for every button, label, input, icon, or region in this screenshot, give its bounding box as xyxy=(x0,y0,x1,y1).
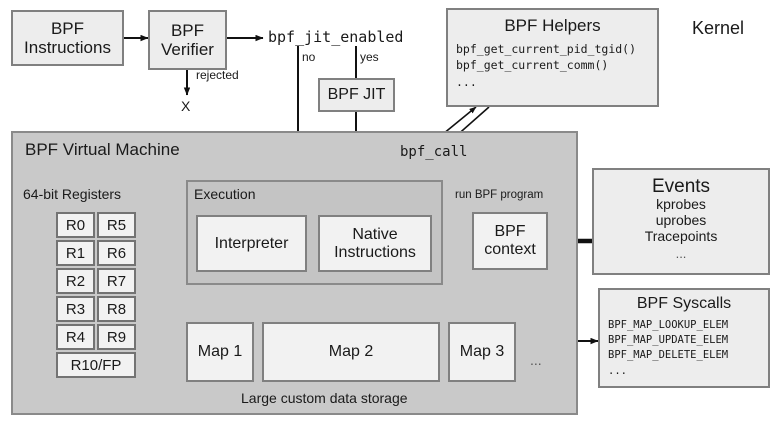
bpf-jit-box[interactable]: BPF JIT xyxy=(318,78,395,112)
bpf-jit-enabled-label: bpf_jit_enabled xyxy=(268,28,404,46)
bpf-verifier-line2: Verifier xyxy=(161,40,214,59)
vm-title: BPF Virtual Machine xyxy=(25,140,180,159)
bpf-instructions-line2: Instructions xyxy=(24,38,111,57)
run-bpf-program-label: run BPF program xyxy=(455,189,544,201)
native-instructions-box[interactable]: Native Instructions xyxy=(318,215,432,272)
maps-ellipsis: ... xyxy=(530,352,542,368)
register-r4[interactable]: R4 xyxy=(56,324,95,350)
bpf-helpers-list: bpf_get_current_pid_tgid() bpf_get_curre… xyxy=(448,41,657,90)
kernel-label: Kernel xyxy=(692,18,745,38)
map-2-label: Map 2 xyxy=(328,343,374,361)
execution-title: Execution xyxy=(194,186,256,202)
bpf-syscalls-box[interactable]: BPF Syscalls BPF_MAP_LOOKUP_ELEM BPF_MAP… xyxy=(598,288,770,388)
events-item: Tracepoints xyxy=(644,227,718,244)
bpf-helpers-box[interactable]: BPF Helpers bpf_get_current_pid_tgid() b… xyxy=(446,8,659,107)
bpf-context-box[interactable]: BPF context xyxy=(472,212,548,270)
syscall-item: BPF_MAP_DELETE_ELEM xyxy=(608,349,729,362)
bpf-instructions-line1: BPF xyxy=(50,18,85,38)
rejected-label: rejected xyxy=(196,68,239,82)
bpf-verifier-box[interactable]: BPF Verifier xyxy=(148,10,227,70)
events-item: uprobes xyxy=(655,211,707,228)
bpf-verifier-line1: BPF xyxy=(170,20,205,40)
helper-item: bpf_get_current_comm() xyxy=(456,58,609,73)
bpf-jit-label: BPF JIT xyxy=(327,86,386,104)
native-instructions-line1: Native xyxy=(352,225,398,243)
register-r10-fp[interactable]: R10/FP xyxy=(56,352,136,378)
register-r8[interactable]: R8 xyxy=(97,296,136,322)
bpf-instructions-box[interactable]: BPF Instructions xyxy=(11,10,124,66)
helper-item: ... xyxy=(456,74,477,89)
storage-label: Large custom data storage xyxy=(241,390,408,406)
map-3-label: Map 3 xyxy=(459,343,505,361)
map-1-label: Map 1 xyxy=(197,343,243,361)
events-title: Events xyxy=(651,176,711,197)
bpf-call-label: bpf_call xyxy=(400,144,468,160)
events-item: kprobes xyxy=(656,196,706,213)
register-r9[interactable]: R9 xyxy=(97,324,136,350)
bpf-context-line2: context xyxy=(484,241,536,258)
register-r1[interactable]: R1 xyxy=(56,240,95,266)
native-instructions-line2: Instructions xyxy=(334,243,416,261)
branch-no-label: no xyxy=(302,50,316,64)
register-r3[interactable]: R3 xyxy=(56,296,95,322)
events-item: ... xyxy=(675,246,687,262)
bpf-syscalls-title: BPF Syscalls xyxy=(636,295,732,312)
register-r6[interactable]: R6 xyxy=(97,240,136,266)
register-r0[interactable]: R0 xyxy=(56,212,95,238)
branch-yes-label: yes xyxy=(360,50,379,64)
rejected-x-mark: X xyxy=(181,98,191,114)
register-r2[interactable]: R2 xyxy=(56,268,95,294)
syscall-item: BPF_MAP_LOOKUP_ELEM xyxy=(608,318,729,331)
map-2-box[interactable]: Map 2 xyxy=(262,322,440,382)
register-r5[interactable]: R5 xyxy=(97,212,136,238)
bpf-syscalls-list: BPF_MAP_LOOKUP_ELEM BPF_MAP_UPDATE_ELEM … xyxy=(600,318,768,379)
helper-item: bpf_get_current_pid_tgid() xyxy=(456,42,637,57)
bpf-helpers-title: BPF Helpers xyxy=(504,16,601,35)
map-1-box[interactable]: Map 1 xyxy=(186,322,254,382)
syscall-item: BPF_MAP_UPDATE_ELEM xyxy=(608,334,729,347)
bpf-context-line1: BPF xyxy=(494,223,526,241)
syscall-item: ... xyxy=(608,364,627,377)
interpreter-box[interactable]: Interpreter xyxy=(196,215,307,272)
events-box[interactable]: Events kprobes uprobes Tracepoints ... xyxy=(592,168,770,275)
register-r7[interactable]: R7 xyxy=(97,268,136,294)
registers-title: 64-bit Registers xyxy=(23,186,122,202)
map-3-box[interactable]: Map 3 xyxy=(448,322,516,382)
interpreter-label: Interpreter xyxy=(214,234,289,252)
